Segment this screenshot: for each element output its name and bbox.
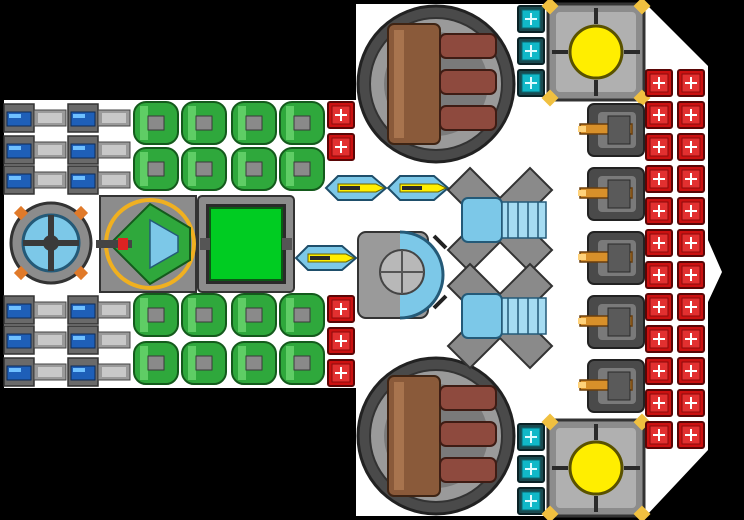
fuel-tank-icon[interactable] — [231, 101, 277, 145]
fuel-tank-icon[interactable] — [279, 293, 325, 337]
battery-cell-icon[interactable] — [3, 135, 67, 165]
coolant-block-icon[interactable] — [517, 455, 545, 483]
armor-block-icon[interactable] — [645, 133, 673, 161]
battery-cell-icon[interactable] — [3, 165, 67, 195]
railgun-turret-bottom[interactable] — [356, 356, 516, 516]
armor-block-icon[interactable] — [645, 357, 673, 385]
armor-block-icon[interactable] — [645, 293, 673, 321]
armor-block-icon[interactable] — [645, 197, 673, 225]
missile-launcher-icon[interactable] — [387, 175, 449, 201]
shield-generator-icon[interactable] — [357, 230, 448, 320]
armor-block-icon[interactable] — [677, 261, 705, 289]
laser-emitter-icon[interactable] — [577, 231, 645, 285]
battery-cell-icon[interactable] — [3, 103, 67, 133]
fuel-tank-icon[interactable] — [133, 293, 179, 337]
fuel-tanks-top — [133, 101, 325, 191]
coolant-block-icon[interactable] — [517, 69, 545, 97]
armor-block-icon[interactable] — [645, 421, 673, 449]
armor-block-icon[interactable] — [677, 325, 705, 353]
armor-block-icon[interactable] — [677, 101, 705, 129]
laser-emitter-icon[interactable] — [577, 359, 645, 413]
power-cell-bottom[interactable] — [539, 411, 653, 520]
armor-block-icon[interactable] — [645, 389, 673, 417]
coolant-block-icon[interactable] — [517, 5, 545, 33]
armor-block-icon[interactable] — [645, 69, 673, 97]
armor-block-icon[interactable] — [677, 197, 705, 225]
coolant-column-bottom — [517, 423, 545, 515]
battery-cell-icon[interactable] — [3, 295, 67, 325]
armor-block-icon[interactable] — [645, 261, 673, 289]
armor-block-icon[interactable] — [327, 101, 355, 129]
battery-cell-icon[interactable] — [67, 103, 131, 133]
armor-block-icon[interactable] — [645, 165, 673, 193]
armor-column-left — [327, 101, 355, 387]
fuel-tank-icon[interactable] — [181, 341, 227, 385]
armor-block-icon[interactable] — [677, 165, 705, 193]
laser-emitter-column — [577, 103, 645, 413]
fuel-tank-icon[interactable] — [231, 341, 277, 385]
fuel-tank-icon[interactable] — [181, 293, 227, 337]
cockpit-icon[interactable] — [96, 195, 197, 293]
fuel-tank-icon[interactable] — [181, 101, 227, 145]
fuel-tanks-bottom — [133, 293, 325, 385]
laser-emitter-icon[interactable] — [577, 167, 645, 221]
battery-cell-icon[interactable] — [67, 165, 131, 195]
thruster-core-icon[interactable] — [4, 196, 98, 290]
armor-block-icon[interactable] — [677, 357, 705, 385]
armor-block-icon[interactable] — [677, 421, 705, 449]
armor-block-icon[interactable] — [327, 327, 355, 355]
coolant-column-top — [517, 5, 545, 97]
plasma-cannon-bottom[interactable] — [447, 263, 553, 369]
battery-bank-bottom — [3, 295, 131, 387]
armor-column-right-outer — [677, 69, 705, 449]
armor-block-icon[interactable] — [677, 69, 705, 97]
battery-cell-icon[interactable] — [3, 325, 67, 355]
fuel-tank-icon[interactable] — [279, 341, 325, 385]
coolant-block-icon[interactable] — [517, 423, 545, 451]
armor-block-icon[interactable] — [327, 295, 355, 323]
fuel-tank-icon[interactable] — [181, 147, 227, 191]
armor-block-icon[interactable] — [645, 229, 673, 257]
battery-cell-icon[interactable] — [67, 357, 131, 387]
battery-cell-icon[interactable] — [3, 357, 67, 387]
fuel-tank-icon[interactable] — [133, 147, 179, 191]
battery-cell-icon[interactable] — [67, 295, 131, 325]
laser-emitter-icon[interactable] — [577, 295, 645, 349]
armor-block-icon[interactable] — [645, 325, 673, 353]
railgun-turret-top[interactable] — [356, 4, 516, 164]
battery-bank-top — [3, 103, 131, 195]
missile-launcher-icon[interactable] — [295, 245, 357, 271]
laser-emitter-icon[interactable] — [577, 103, 645, 157]
armor-block-icon[interactable] — [677, 389, 705, 417]
armor-block-icon[interactable] — [327, 359, 355, 387]
fuel-tank-icon[interactable] — [279, 147, 325, 191]
fuel-tank-icon[interactable] — [231, 293, 277, 337]
fuel-tank-icon[interactable] — [133, 341, 179, 385]
plasma-cannon-top[interactable] — [447, 167, 553, 273]
fuel-tank-icon[interactable] — [133, 101, 179, 145]
battery-cell-icon[interactable] — [67, 325, 131, 355]
coolant-block-icon[interactable] — [517, 487, 545, 515]
coolant-block-icon[interactable] — [517, 37, 545, 65]
armor-column-right-inner — [645, 69, 673, 449]
reactor-core-icon[interactable] — [197, 195, 295, 293]
power-cell-top[interactable] — [539, 0, 653, 109]
armor-block-icon[interactable] — [645, 101, 673, 129]
fuel-tank-icon[interactable] — [279, 101, 325, 145]
armor-block-icon[interactable] — [677, 229, 705, 257]
armor-block-icon[interactable] — [327, 133, 355, 161]
fuel-tank-icon[interactable] — [231, 147, 277, 191]
battery-cell-icon[interactable] — [67, 135, 131, 165]
armor-block-icon[interactable] — [677, 293, 705, 321]
armor-block-icon[interactable] — [677, 133, 705, 161]
missile-launcher-icon[interactable] — [325, 175, 387, 201]
